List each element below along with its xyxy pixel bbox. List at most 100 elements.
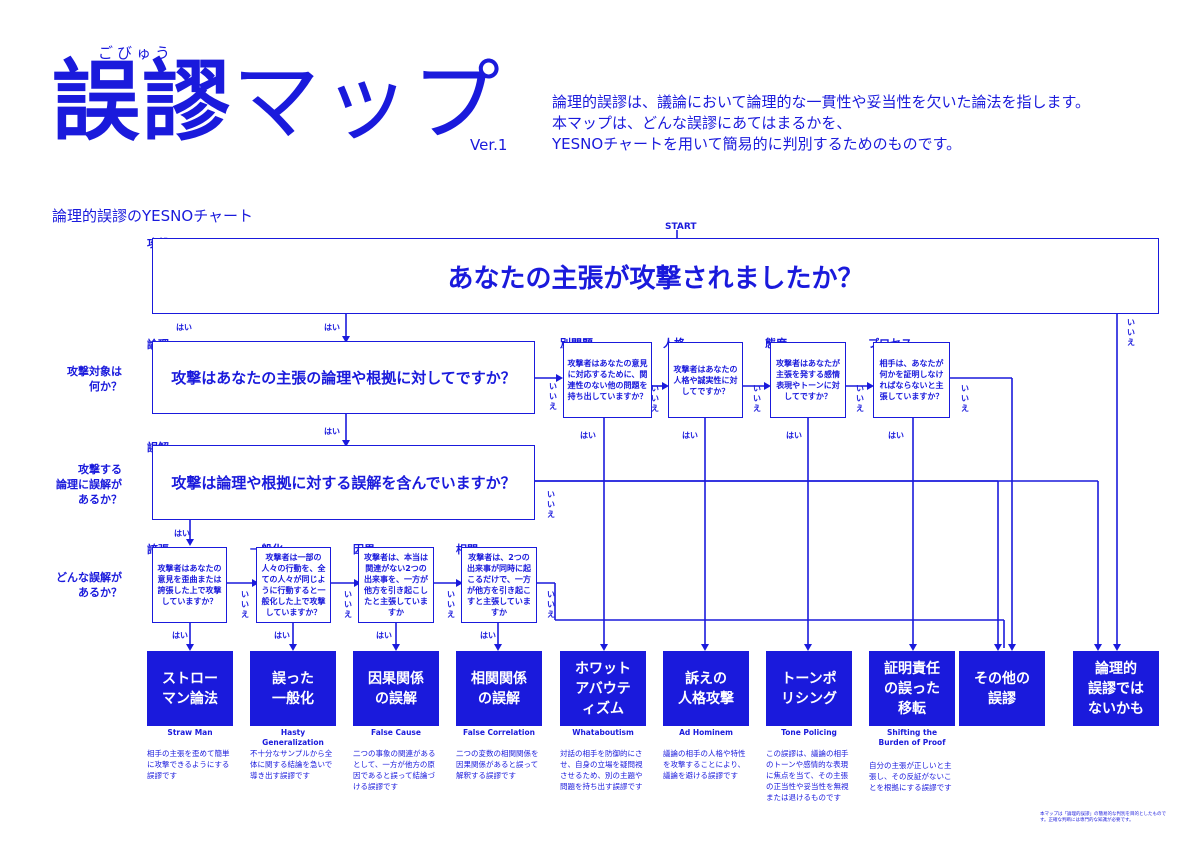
result-label: ストロー マン論法 <box>162 670 218 707</box>
intro-line: 本マップは、どんな誤謬にあてはまるかを、 <box>552 114 852 132</box>
no-label-vertical: いいえ <box>651 384 659 413</box>
result-label: その他の 誤謬 <box>974 670 1030 707</box>
result-box: トーンポ リシング <box>766 651 852 726</box>
yes-label: はい <box>888 431 904 440</box>
no-label-vertical: いいえ <box>241 590 249 619</box>
side-line: あるか？ <box>78 586 122 599</box>
result-english-name: Straw Man <box>167 728 213 737</box>
result-label: 論理的 誤謬では ないかも <box>1088 660 1144 717</box>
result-english-name: Shifting the Burden of Proof <box>878 728 946 747</box>
result-english-name: Ad Hominem <box>679 728 733 737</box>
result-description: 二つの変数の相関関係を因果関係があると誤って解釈する誤謬です <box>456 749 539 780</box>
result-label: 因果関係 の誤解 <box>368 670 424 707</box>
question-generalization-box: 攻撃者は一部の人々の行動を、全ての人々が同じように行動すると一般化した上で攻撃し… <box>256 547 331 623</box>
side-question-target: 攻撃対象は 何か？ <box>40 364 122 394</box>
question-character-box: 攻撃者はあなたの人格や誠実性に対してですか？ <box>668 342 743 418</box>
result-label: 証明責任 の誤った 移転 <box>884 660 940 717</box>
result-english-name: False Correlation <box>463 728 535 737</box>
result-box: 誤った 一般化 <box>250 651 336 726</box>
yes-label: はい <box>682 431 698 440</box>
result-label: ホワット アバウテ ィズム <box>575 660 631 717</box>
result-english-name: Tone Policing <box>781 728 837 737</box>
result-description: 自分の主張が正しいと主張し、その反証がないことを根拠にする誤謬です <box>869 761 952 792</box>
intro-text: 論理的誤謬は、議論において論理的な一貫性や妥当性を欠いた論法を指します。 本マッ… <box>552 92 1090 155</box>
question-exaggeration: 攻撃者はあなたの意見を歪曲または誇張した上で攻撃していますか？ <box>157 564 222 606</box>
yes-label: はい <box>786 431 802 440</box>
no-label-vertical: いいえ <box>344 590 352 619</box>
intro-line: 論理的誤謬は、議論において論理的な一貫性や妥当性を欠いた論法を指します。 <box>552 93 1091 111</box>
question-attacked: あなたの主張が攻撃されましたか？ <box>447 263 864 294</box>
question-process-box: 相手は、あなたが何かを証明しなければならないと主張していますか？ <box>873 342 950 418</box>
intro-line: YESNOチャートを用いて簡易的に判別するためのものです。 <box>552 135 962 153</box>
no-label-vertical: いいえ <box>753 384 761 413</box>
no-label-vertical: いいえ <box>549 382 557 411</box>
result-label: トーンポ リシング <box>781 670 837 707</box>
yes-label: はい <box>480 631 496 640</box>
side-line: どんな誤解が <box>56 571 122 584</box>
yes-label: はい <box>376 631 392 640</box>
result-description: 対話の相手を防御的にさせ、自身の立場を疑問視させるため、別の主題や問題を持ち出す… <box>560 749 643 791</box>
question-misunderstanding-box: 攻撃は論理や根拠に対する誤解を含んでいますか？ <box>152 445 535 520</box>
yes-label: はい <box>324 427 340 436</box>
yes-label: はい <box>580 431 596 440</box>
question-cause-box: 攻撃者は、本当は関連がない2つの出来事を、一方が他方を引き起こしたと主張していま… <box>358 547 434 623</box>
question-process: 相手は、あなたが何かを証明しなければならないと主張していますか？ <box>879 359 944 401</box>
question-logic: 攻撃はあなたの主張の論理や根拠に対してですか？ <box>171 369 516 387</box>
result-box: 訴えの 人格攻撃 <box>663 651 749 726</box>
no-label-vertical: いいえ <box>856 384 864 413</box>
yes-label: はい <box>174 529 190 538</box>
result-box: 証明責任 の誤った 移転 <box>869 651 955 726</box>
result-english-name: Hasty Generalization <box>262 728 324 747</box>
side-question-which: どんな誤解が あるか？ <box>40 570 122 600</box>
yes-label: はい <box>176 323 192 332</box>
no-label-vertical: いいえ <box>961 384 969 413</box>
result-box: ホワット アバウテ ィズム <box>560 651 646 726</box>
title-ruby: ごびゅう <box>98 44 175 62</box>
result-label: 訴えの 人格攻撃 <box>678 670 734 707</box>
title-kanji: 誤謬 <box>52 50 233 153</box>
version-label: Ver.1 <box>470 136 508 154</box>
no-label-vertical: いいえ <box>1127 318 1135 347</box>
side-line: 何か？ <box>89 380 122 393</box>
result-english-name: Whataboutism <box>572 728 634 737</box>
question-attitude: 攻撃者はあなたが主張を発する感情表現やトーンに対してですか？ <box>776 359 840 401</box>
result-description: この誤謬は、議論の相手のトーンや感情的な表現に焦点を当て、その主張の正当性や妥当… <box>766 749 849 802</box>
footnote: 本マップは「論理的誤謬」の簡易的な判別を目的としたものです。正確な判断には専門的… <box>1040 812 1166 823</box>
yes-label: はい <box>172 631 188 640</box>
result-box: 相関関係 の誤解 <box>456 651 542 726</box>
question-other-issue-box: 攻撃者はあなたの意見に対応するために、関連性のない他の問題を持ち出していますか？ <box>563 342 652 418</box>
question-attitude-box: 攻撃者はあなたが主張を発する感情表現やトーンに対してですか？ <box>770 342 846 418</box>
yes-label: はい <box>324 323 340 332</box>
side-line: あるか？ <box>78 493 122 506</box>
question-correlation-box: 攻撃者は、2つの出来事が同時に起こるだけで、一方が他方を引き起こすと主張していま… <box>461 547 537 623</box>
no-label-vertical: いいえ <box>547 590 555 619</box>
question-misunderstanding: 攻撃は論理や根拠に対する誤解を含んでいますか？ <box>171 474 516 492</box>
side-line: 攻撃対象は <box>67 365 122 378</box>
result-description: 相手の主張を歪めて簡単に攻撃できるようにする誤謬です <box>147 749 230 780</box>
result-english-name: False Cause <box>371 728 421 737</box>
result-box: その他の 誤謬 <box>959 651 1045 726</box>
no-label-vertical: いいえ <box>547 490 555 519</box>
question-other-issue: 攻撃者はあなたの意見に対応するために、関連性のない他の問題を持ち出していますか？ <box>567 359 648 401</box>
side-line: 論理に誤解が <box>56 478 122 491</box>
page-title: 誤謬マップ <box>52 58 502 146</box>
result-box: 因果関係 の誤解 <box>353 651 439 726</box>
question-cause: 攻撃者は、本当は関連がない2つの出来事を、一方が他方を引き起こしたと主張していま… <box>364 553 428 617</box>
start-label: START <box>665 222 697 232</box>
result-label: 相関関係 の誤解 <box>471 670 527 707</box>
question-logic-box: 攻撃はあなたの主張の論理や根拠に対してですか？ <box>152 341 535 414</box>
question-correlation: 攻撃者は、2つの出来事が同時に起こるだけで、一方が他方を引き起こすと主張していま… <box>467 553 531 617</box>
result-description: 不十分なサンプルから全体に関する結論を急いで導き出す誤謬です <box>250 749 333 780</box>
result-label: 誤った 一般化 <box>272 670 314 707</box>
result-description: 議論の相手の人格や特性を攻撃することにより、議論を避ける誤謬です <box>663 749 746 780</box>
chart-title: 論理的誤謬のYESNOチャート <box>52 207 254 225</box>
result-box: 論理的 誤謬では ないかも <box>1073 651 1159 726</box>
title-kana: マップ <box>232 50 503 153</box>
question-character: 攻撃者はあなたの人格や誠実性に対してですか？ <box>673 364 738 396</box>
question-generalization: 攻撃者は一部の人々の行動を、全ての人々が同じように行動すると一般化した上で攻撃し… <box>261 553 326 617</box>
result-box: ストロー マン論法 <box>147 651 233 726</box>
side-question-has-misunderstanding: 攻撃する 論理に誤解が あるか？ <box>40 462 122 507</box>
side-line: 攻撃する <box>78 463 122 476</box>
question-attacked-box: あなたの主張が攻撃されましたか？ <box>152 238 1159 314</box>
